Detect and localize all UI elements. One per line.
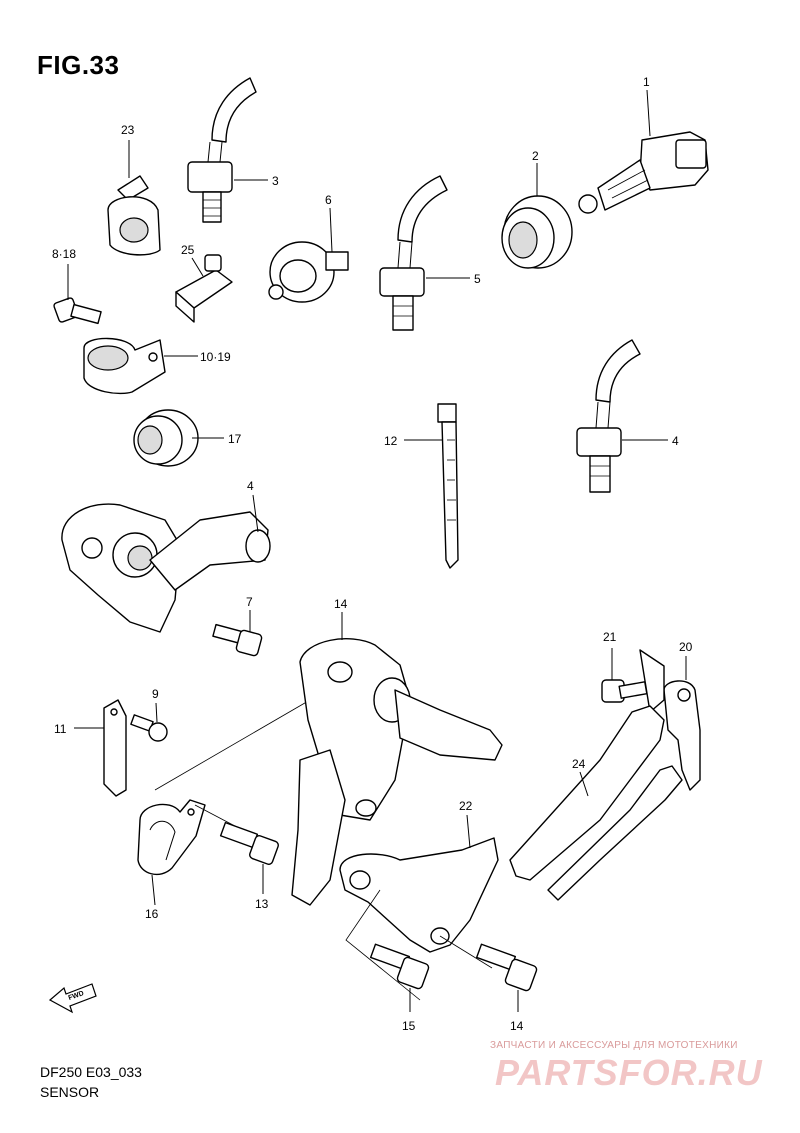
leader-9 [155,702,158,723]
callout-21: 20 [679,640,693,654]
part-12-cable-tie [437,403,459,569]
callout-14a: 13 [255,897,269,911]
part-20-clip [107,175,161,256]
guide-line-24-15 [345,889,421,1001]
footer-model: DF250 E03_033 [40,1064,142,1080]
callout-22: 21 [603,630,617,644]
part-9-screw [130,714,168,742]
leader-16 [151,874,156,906]
part-21-bracket [639,649,701,791]
callout-1: 1 [643,75,650,89]
part-10-19-clamp [83,337,166,395]
guide-line-24-14 [439,935,493,969]
callout-3: 4 [247,479,254,493]
footer-section: SENSOR [40,1084,100,1100]
part-8-18-bolt [53,297,102,325]
callout-10-19: 10·19 [200,350,231,364]
figure-title: FIG.33 [37,50,120,80]
part-1-connector-sensor [578,131,709,214]
callout-6: 6 [325,193,332,207]
part-24-plate [339,837,499,953]
part-5-sensor [379,175,448,331]
callout-12: 12 [384,434,398,448]
leader-24 [466,814,471,849]
part-6-knock-sensor [268,241,349,303]
part-14-bolt-right [475,943,538,992]
leader-3 [252,494,259,533]
callout-23: 24 [572,757,586,771]
part-15-bolt [369,943,430,990]
leader-23 [579,771,589,797]
leader-1 [646,89,651,137]
callout-20: 23 [121,123,135,137]
callout-16: 16 [145,907,159,921]
callout-8-18: 8·18 [52,247,76,261]
callout-9: 9 [152,687,159,701]
callout-5: 5 [474,272,481,286]
callout-17: 17 [228,432,242,446]
callout-25: 25 [181,243,195,257]
part-25-holder [175,254,233,323]
callout-4a: 3 [272,174,279,188]
callout-14b: 14 [510,1019,524,1033]
callout-4b: 4 [672,434,679,448]
callout-24: 22 [459,799,473,813]
callout-2: 2 [532,149,539,163]
callout-13: 14 [334,597,348,611]
part-17-grommet [133,409,199,467]
part-23-lever [509,705,683,901]
leader-6 [329,207,333,253]
watermark-tagline: ЗАПЧАСТИ И АКСЕССУАРЫ ДЛЯ МОТОТЕХНИКИ [490,1040,738,1051]
part-16-clamp [137,799,206,876]
watermark-brand: PARTSFOR.RU [495,1052,763,1093]
guide-line-16-13 [154,699,311,791]
part-4-sensor-top [187,77,257,223]
part-3-sensor-bracket [61,503,271,633]
part-2-grommet [501,195,573,269]
part-22-bolt [601,679,648,703]
part-4-sensor-right [576,339,641,493]
part-7-bolt [212,623,263,657]
part-13-shift-bracket [291,638,503,906]
callout-15: 15 [402,1019,416,1033]
leader-25 [191,257,204,277]
callout-7: 7 [246,595,253,609]
fwd-arrow-icon: FWD [48,983,97,1014]
callout-11: 11 [54,722,67,736]
part-14-bolt-left [219,821,279,865]
part-11-strap [103,699,127,797]
